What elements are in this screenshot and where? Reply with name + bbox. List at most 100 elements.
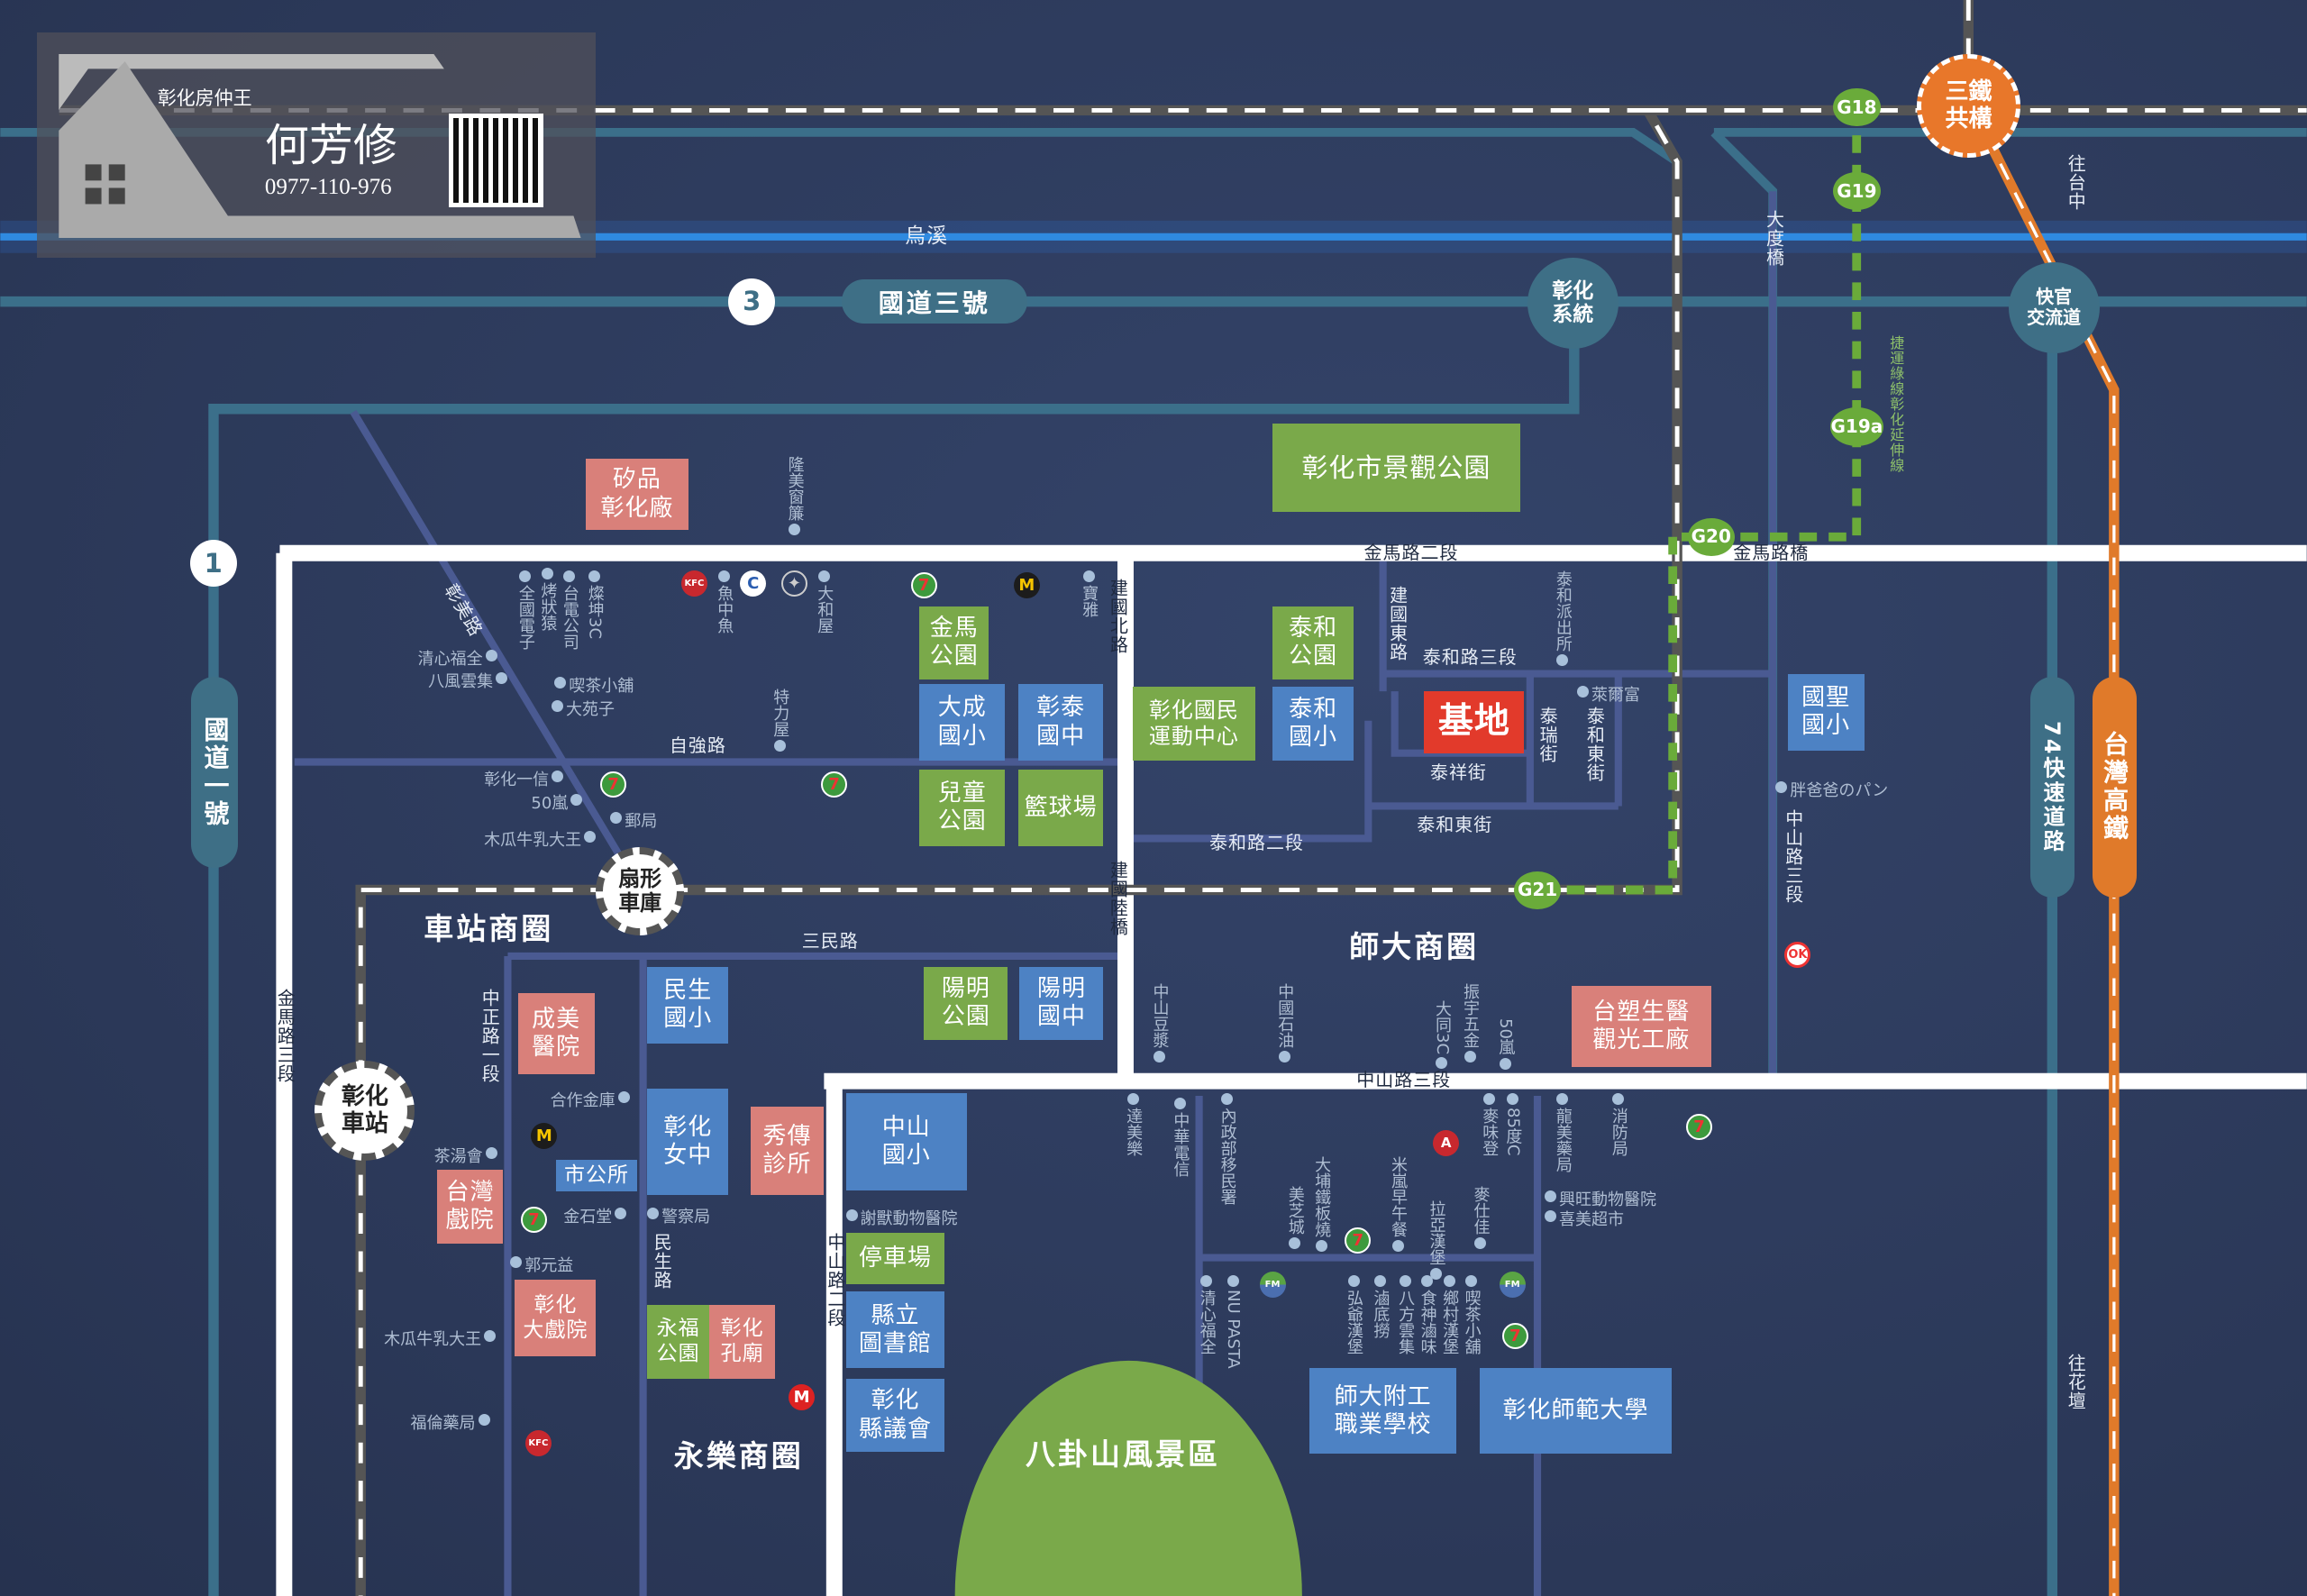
landmark-spil-factory[interactable]: 矽品 彰化廠 <box>585 459 689 530</box>
poi: 大同3C <box>1433 1000 1452 1072</box>
agent-brand: 彰化房仲王 <box>157 87 252 110</box>
park-jinma[interactable]: 金馬 公園 <box>919 606 989 680</box>
mrt-station-g19[interactable]: G19 <box>1833 172 1881 211</box>
poi: 大和屋 <box>815 568 834 634</box>
poi: 木瓜牛乳大王 <box>484 828 598 850</box>
hospital-chengmei[interactable]: 成美 醫院 <box>517 993 595 1074</box>
school-dacheng[interactable]: 大成 國小 <box>919 684 1006 762</box>
poi: 郵局 <box>607 809 657 831</box>
park-city-scenic[interactable]: 彰化市景觀公園 <box>1272 424 1520 513</box>
kuaiguan-interchange[interactable]: 快官 交流道 <box>2008 261 2100 353</box>
road-label: 民生路 <box>651 1233 673 1290</box>
mercedes-icon: ✦ <box>780 570 807 597</box>
mrt-station-g18[interactable]: G18 <box>1833 87 1881 127</box>
poi: 彰化一信 <box>484 768 566 789</box>
school-changtai[interactable]: 彰泰 國中 <box>1017 684 1104 762</box>
three-rail-hub[interactable]: 三鐵 共構 <box>1917 54 2020 158</box>
school-ncue[interactable]: 彰化師範大學 <box>1480 1368 1672 1455</box>
poi: 達美樂 <box>1124 1090 1143 1156</box>
seven-eleven-icon: 7 <box>1501 1322 1528 1349</box>
city-hall[interactable]: 市公所 <box>556 1159 637 1192</box>
poi: 拉亞漢堡 <box>1427 1200 1446 1266</box>
changhua-system-interchange[interactable]: 彰化 系統 <box>1527 257 1619 349</box>
park-children[interactable]: 兒童 公園 <box>919 769 1006 846</box>
district-bagua: 八卦山風景區 <box>1025 1436 1220 1472</box>
hsr-dashes <box>1970 105 2116 1596</box>
poi: 50嵐 <box>531 791 585 813</box>
poi: 清心福全 <box>1198 1272 1217 1354</box>
poi: 弘爺漢堡 <box>1345 1272 1363 1354</box>
landmark-formosa-factory[interactable]: 台塑生醫 觀光工廠 <box>1571 985 1711 1067</box>
poi: 郭元益 <box>507 1254 573 1275</box>
clinic-show-chwan[interactable]: 秀傳 診所 <box>750 1106 825 1195</box>
mos-burger-icon: M <box>789 1384 816 1411</box>
poi: 鄉村漢堡 <box>1440 1272 1459 1354</box>
park-taihe[interactable]: 泰和 公園 <box>1272 606 1354 680</box>
parking-lot[interactable]: 停車場 <box>845 1233 945 1285</box>
school-minsheng[interactable]: 民生 國小 <box>647 966 729 1044</box>
mrt-station-g19a[interactable]: G19a <box>1830 407 1883 446</box>
school-taihe[interactable]: 泰和 國小 <box>1272 687 1354 762</box>
road-label: 金馬路二段 <box>1363 542 1459 564</box>
road-label: 中山路二段 <box>824 1233 846 1328</box>
poi: 魚中魚 <box>715 568 734 634</box>
school-guosheng[interactable]: 國聖 國小 <box>1787 673 1865 751</box>
poi: 消防局 <box>1609 1090 1628 1156</box>
school-girls-high[interactable]: 彰化 女中 <box>647 1089 729 1195</box>
poi: 中山豆漿 <box>1151 983 1170 1065</box>
school-ncue-vocational[interactable]: 師大附工 職業學校 <box>1309 1368 1457 1455</box>
kfc-icon: KFC <box>524 1429 552 1456</box>
poi: 烤狀猿 <box>538 565 557 631</box>
house-icon <box>59 54 581 239</box>
poi: 內政部移民署 <box>1218 1090 1237 1205</box>
poi: 謝獸動物醫院 <box>843 1207 958 1228</box>
poi: 全國電子 <box>516 568 535 650</box>
freeway3-shield-icon: 3 <box>728 278 776 325</box>
county-council[interactable]: 彰化 縣議會 <box>845 1378 945 1453</box>
poi: 中國石油 <box>1275 983 1294 1065</box>
school-zhongshan[interactable]: 中山 國小 <box>845 1093 967 1190</box>
poi: 寶雅 <box>1080 568 1099 617</box>
mrt-station-g20[interactable]: G20 <box>1687 517 1735 557</box>
freeway1-line <box>208 301 1580 1596</box>
river-label: 烏溪 <box>905 223 949 248</box>
poi: 美芝城 <box>1286 1186 1305 1252</box>
park-yongfu[interactable]: 永福 公園 <box>647 1305 709 1379</box>
road-label: 泰祥街 <box>1429 761 1487 783</box>
line-qr-code[interactable] <box>448 113 543 208</box>
district-yongle: 永樂商圈 <box>673 1437 804 1473</box>
theater-taiwan[interactable]: 台灣 戲院 <box>436 1169 504 1244</box>
agent-phone[interactable]: 0977-110-976 <box>264 175 392 200</box>
seven-eleven-icon: 7 <box>520 1206 547 1233</box>
mrt-station-g21[interactable]: G21 <box>1513 871 1562 909</box>
road-label: 建國東路 <box>1386 585 1409 661</box>
main-roads <box>276 544 2307 1596</box>
theater-changhua[interactable]: 彰化 大戲院 <box>515 1280 597 1357</box>
poi: 特力屋 <box>771 689 789 754</box>
seven-eleven-icon: 7 <box>910 572 937 599</box>
school-yangming[interactable]: 陽明 國中 <box>1019 966 1104 1041</box>
poi: 興旺動物醫院 <box>1542 1188 1656 1209</box>
mcdonalds-icon: M <box>1013 572 1040 599</box>
poi: 合作金庫 <box>551 1089 633 1110</box>
kfc-icon: KFC <box>680 570 707 597</box>
park-yangming[interactable]: 陽明 公園 <box>924 966 1008 1041</box>
confucius-temple[interactable]: 彰化 孔廟 <box>708 1305 776 1379</box>
seven-eleven-icon: 7 <box>1345 1227 1372 1254</box>
road-label: 建國北路 <box>1107 578 1129 654</box>
road-label: 三民路 <box>801 930 859 953</box>
county-library[interactable]: 縣立 圖書館 <box>845 1291 945 1369</box>
sports-center[interactable]: 彰化國民 運動中心 <box>1133 687 1255 762</box>
basketball-court[interactable]: 籃球場 <box>1017 769 1104 846</box>
changhua-station-node[interactable]: 彰化 車站 <box>315 1061 415 1162</box>
seven-eleven-icon: 7 <box>821 771 848 798</box>
poi: 食神滷味 <box>1418 1272 1437 1354</box>
site-marker[interactable]: 基地 <box>1424 691 1525 753</box>
poi: 萊爾富 <box>1574 683 1640 705</box>
seven-eleven-icon: 7 <box>600 771 627 798</box>
agent-card: 彰化房仲王 何芳修 0977-110-976 <box>36 32 597 258</box>
roundhouse-node[interactable]: 扇形 車庫 <box>596 847 685 936</box>
poi: 泰和派出所 <box>1554 570 1573 669</box>
poi: 喜美超市 <box>1542 1208 1624 1229</box>
road-label: 中山路三段 <box>1782 808 1804 904</box>
